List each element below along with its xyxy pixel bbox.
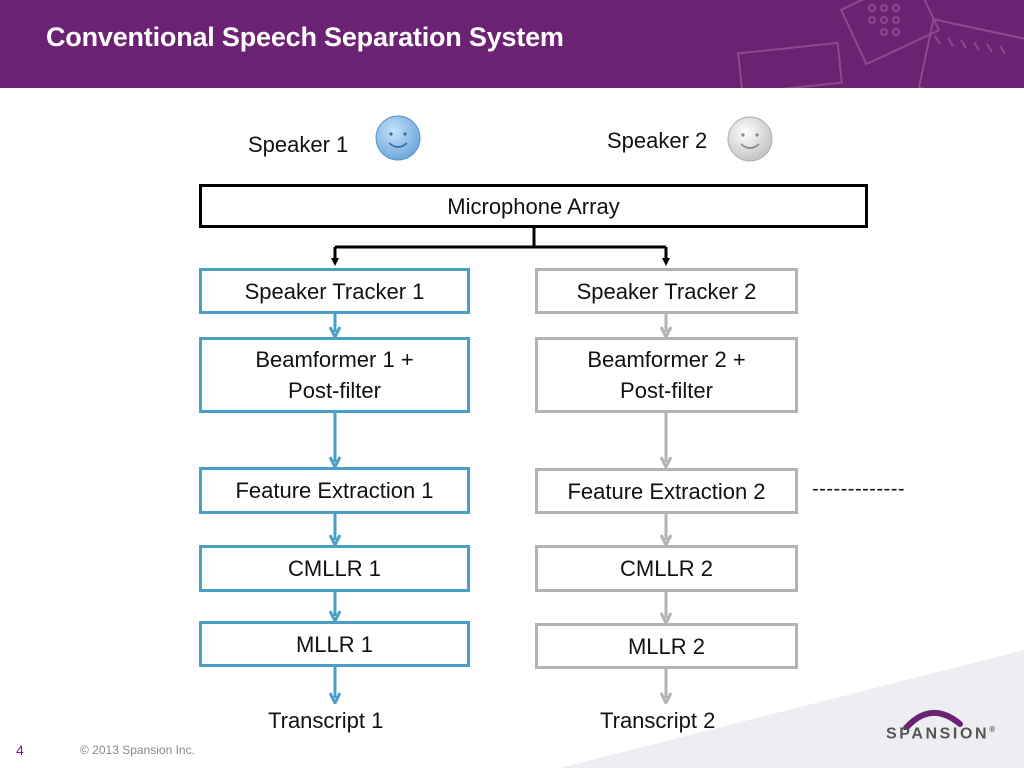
microphone-array-box: Microphone Array xyxy=(199,184,868,228)
microphone-array-label: Microphone Array xyxy=(447,193,620,219)
beamformer-2-label-line2: Post-filter xyxy=(620,378,713,403)
transcript-2-label: Transcript 2 xyxy=(600,708,716,733)
beamformer-2-label-line1: Beamformer 2 + xyxy=(587,347,746,372)
cmllr-2-label: CMLLR 2 xyxy=(620,556,713,581)
cmllr-2-box: CMLLR 2 xyxy=(535,545,798,592)
speaker-tracker-2-box: Speaker Tracker 2 xyxy=(535,268,798,314)
mllr-1-box: MLLR 1 xyxy=(199,621,470,667)
mllr-2-label: MLLR 2 xyxy=(627,633,706,659)
speaker-2-smiley-face-icon xyxy=(727,116,773,162)
beamformer-1-box: Beamformer 1 + Post-filter xyxy=(199,337,470,413)
cmllr-1-box: CMLLR 1 xyxy=(199,545,470,592)
chip-decoration-icon xyxy=(737,0,1024,88)
feature-extraction-2-box: Feature Extraction 2 xyxy=(535,468,798,514)
spansion-logo-text: SPANSION® xyxy=(886,725,998,743)
cmllr-1-label: CMLLR 1 xyxy=(288,556,381,581)
copyright-text: © 2013 Spansion Inc. xyxy=(80,743,195,757)
feature-extraction-2-label: Feature Extraction 2 xyxy=(567,478,766,504)
speaker-2-label: Speaker 2 xyxy=(607,128,708,153)
continuation-dashes: ------------- xyxy=(812,478,906,500)
beamformer-1-label-line2: Post-filter xyxy=(288,378,381,403)
beamformer-2-box: Beamformer 2 + Post-filter xyxy=(535,337,798,413)
speaker-tracker-2-label: Speaker Tracker 2 xyxy=(576,278,757,304)
feature-extraction-1-label: Feature Extraction 1 xyxy=(235,478,434,503)
header-bar: Conventional Speech Separation System xyxy=(0,0,1024,88)
speaker-1-label: Speaker 1 xyxy=(248,132,349,157)
transcript-1-label: Transcript 1 xyxy=(268,708,384,733)
speaker-tracker-1-box: Speaker Tracker 1 xyxy=(199,268,470,314)
beamformer-1-label-line1: Beamformer 1 + xyxy=(255,347,414,372)
speaker-tracker-1-label: Speaker Tracker 1 xyxy=(244,278,425,304)
spansion-logo-icon xyxy=(903,709,963,730)
feature-extraction-1-box: Feature Extraction 1 xyxy=(199,467,470,514)
page-number: 4 xyxy=(16,742,24,758)
mllr-1-label: MLLR 1 xyxy=(295,631,374,657)
slide-title: Conventional Speech Separation System xyxy=(46,22,564,52)
mllr-2-box: MLLR 2 xyxy=(535,623,798,669)
speaker-1-smiley-face-icon xyxy=(375,115,421,161)
